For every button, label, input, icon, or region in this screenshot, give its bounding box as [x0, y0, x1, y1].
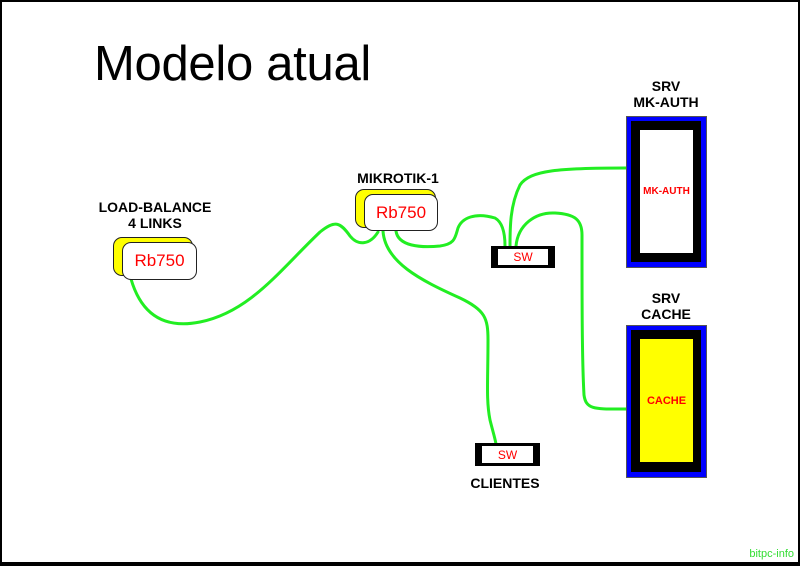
switch-core-face: SW	[498, 249, 548, 265]
load-balance-label-line2: 4 LINKS	[128, 215, 182, 231]
switch-core-label: SW	[513, 250, 533, 264]
srv-cache-label-line2: CACHE	[641, 306, 691, 322]
srv-mkauth-face: MK-AUTH	[640, 130, 693, 253]
cable-loadbalance-to-mikrotik	[129, 222, 380, 326]
load-balance-label-line1: LOAD-BALANCE	[98, 199, 212, 215]
mikrotik-router-label: Rb750	[375, 202, 427, 222]
srv-mkauth-label-line1: SRV	[651, 78, 681, 94]
mikrotik-router[interactable]: Rb750	[364, 194, 438, 231]
switch-clients-label: SW	[497, 447, 518, 462]
watermark: bitpc-info	[749, 548, 794, 560]
cable-mikrotik-to-switch-clients	[381, 229, 498, 446]
srv-cache-label-line1: SRV	[651, 290, 681, 306]
srv-mkauth-label-line2: MK-AUTH	[633, 94, 699, 110]
cable-switch-core-to-cache	[514, 211, 628, 411]
srv-cache-face: CACHE	[640, 339, 693, 462]
cable-mikrotik-to-switch-core	[394, 214, 507, 249]
load-balance-label: LOAD-BALANCE 4 LINKS	[99, 199, 212, 231]
clientes-label: CLIENTES	[470, 475, 540, 491]
load-balance-router[interactable]: Rb750	[122, 242, 197, 280]
mikrotik-label: MIKROTIK-1	[357, 170, 439, 186]
srv-mkauth-label: SRV MK-AUTH	[633, 78, 698, 110]
srv-mkauth-device-label: MK-AUTH	[643, 186, 690, 197]
page-title: Modelo atual	[94, 37, 371, 91]
srv-cache-label: SRV CACHE	[641, 290, 691, 322]
load-balance-router-label: Rb750	[134, 251, 185, 270]
cable-switch-core-to-mkauth	[508, 166, 628, 248]
switch-clients-face: SW	[482, 446, 533, 463]
srv-cache-device-label: CACHE	[646, 394, 687, 407]
